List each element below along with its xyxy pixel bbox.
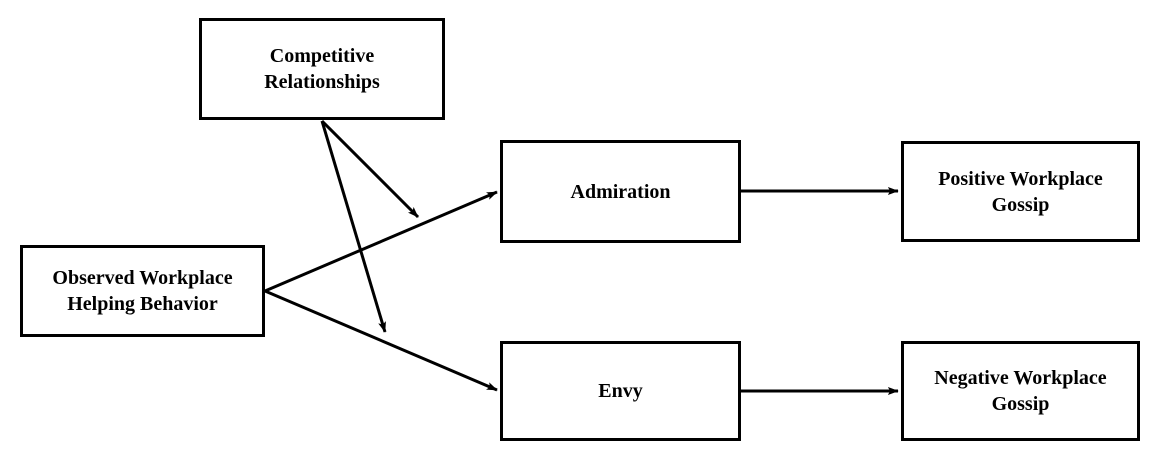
node-envy[interactable]: Envy — [500, 341, 741, 441]
node-competitive-relationships[interactable]: Competitive Relationships — [199, 18, 445, 120]
node-negative-workplace-gossip[interactable]: Negative Workplace Gossip — [901, 341, 1140, 441]
node-label-admiration: Admiration — [570, 180, 671, 203]
node-label-envy: Envy — [598, 380, 643, 402]
node-label-positive-workplace-gossip: Positive Workplace Gossip — [938, 167, 1103, 216]
arrow-helping-to-envy — [264, 289, 498, 392]
arrow-moderator-competitive-on-admiration-path — [320, 119, 420, 219]
node-observed-workplace-helping-behavior[interactable]: Observed Workplace Helping Behavior — [20, 245, 265, 337]
node-positive-workplace-gossip[interactable]: Positive Workplace Gossip — [901, 141, 1140, 242]
node-label-negative-workplace-gossip: Negative Workplace Gossip — [934, 367, 1107, 415]
arrow-moderator-competitive-on-envy-path — [320, 120, 387, 333]
node-label-competitive-relationships: Competitive Relationships — [264, 45, 380, 93]
arrow-helping-to-admiration — [264, 190, 498, 293]
node-admiration[interactable]: Admiration — [500, 140, 741, 243]
node-label-observed-workplace-helping-behavior: Observed Workplace Helping Behavior — [52, 267, 233, 315]
